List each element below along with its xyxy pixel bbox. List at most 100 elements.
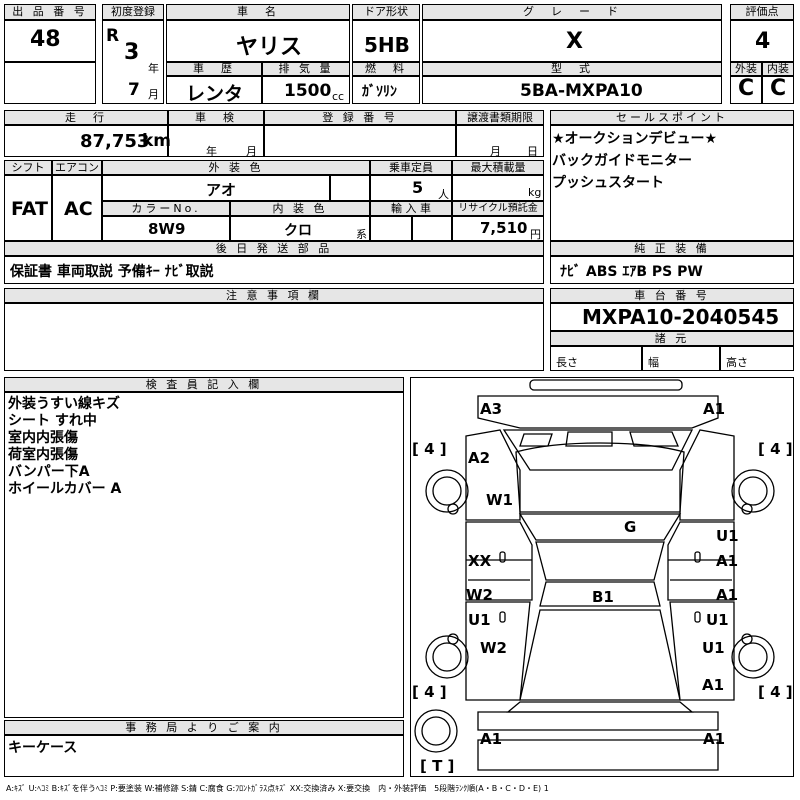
sales-point-3: プッシュスタート: [552, 175, 664, 191]
int-grade-box: [762, 76, 794, 104]
ac-label: エアコン: [52, 160, 102, 175]
int-grade: C: [770, 76, 787, 101]
lot-no: 48: [30, 27, 61, 52]
height-box: [720, 346, 794, 371]
transfer-month-unit: 月: [490, 145, 501, 158]
recycle-box: [452, 216, 544, 241]
ac: AC: [64, 198, 93, 220]
color-no-label: カラーNo.: [102, 201, 230, 216]
damage-label: W2: [466, 586, 493, 604]
office-label: 事 務 局 よ り ご 案 内: [4, 720, 404, 735]
lot-blank-box: [4, 62, 96, 104]
later-parts: 保証書 車両取説 予備ｷｰ ﾅﾋﾞ取説: [10, 264, 214, 280]
damage-label: A1: [702, 676, 725, 694]
reg-month-unit: 月: [148, 88, 159, 101]
dims-label: 諸 元: [550, 331, 794, 346]
mileage: 87,753: [80, 131, 150, 152]
sales-points-box: [550, 125, 794, 241]
inspect-box: [168, 125, 264, 157]
later-parts-box: [4, 256, 544, 284]
damage-label: W1: [486, 491, 513, 509]
damage-label: U1: [468, 611, 491, 629]
caution-box: [4, 303, 544, 371]
recycle-fee: 7,510: [480, 219, 528, 237]
load-label: 最大積載量: [452, 160, 544, 175]
first-reg-label: 初度登録: [102, 4, 164, 20]
history: レンタ: [186, 83, 244, 105]
disp-box: [262, 76, 350, 104]
sales-point-2: バックガイドモニター: [552, 153, 692, 169]
door-box: [352, 20, 420, 62]
recycle-label: リサイクル預託金: [452, 201, 544, 216]
fuel-box: [352, 76, 420, 104]
import-box: [370, 216, 412, 241]
color-box-extra: [330, 175, 370, 201]
inspect-label: 車 検: [168, 110, 264, 125]
int-color: クロ: [284, 223, 312, 239]
type-box: [422, 76, 722, 104]
seats-label: 乗車定員: [370, 160, 452, 175]
height-label: 高さ: [726, 356, 748, 369]
era: R: [106, 26, 120, 46]
load-unit: kg: [528, 186, 542, 199]
disp-unit: cc: [332, 90, 345, 103]
ac-box: [52, 175, 102, 241]
chassis-box: [550, 303, 794, 331]
int-color-box: [230, 216, 370, 241]
shift-label: シフト: [4, 160, 52, 175]
shift: FAT: [11, 198, 48, 220]
door-type: 5HB: [364, 33, 410, 57]
damage-label: XX: [468, 552, 492, 570]
import-box-2: [412, 216, 452, 241]
model-box: [166, 20, 350, 62]
model-label: 車 名: [166, 4, 350, 20]
int-color-label: 内 装 色: [230, 201, 370, 216]
seats: 5: [412, 178, 424, 197]
mileage-box: [4, 125, 168, 157]
lot-no-label: 出 品 番 号: [4, 4, 96, 20]
disp-label: 排 気 量: [262, 62, 350, 76]
tire-tread-front-right: [ 4 ]: [758, 440, 793, 458]
tire-tread-front-left: [ 4 ]: [412, 440, 447, 458]
plate-label: 登 録 番 号: [264, 110, 456, 125]
chassis-label: 車 台 番 号: [550, 288, 794, 303]
length-label: 長さ: [556, 356, 578, 369]
recycle-unit: 円: [530, 228, 541, 241]
seats-box: [370, 175, 452, 201]
legend: A:ｷｽﾞ U:ﾍｺﾐ B:ｷｽﾞを伴うﾍｺﾐ P:要塗装 W:補修跡 S:錆 …: [6, 784, 549, 793]
reg-year-unit: 年: [148, 62, 159, 75]
width-box: [642, 346, 720, 371]
score-label: 評価点: [730, 4, 794, 20]
fuel-label: 燃 料: [352, 62, 420, 76]
damage-label: W2: [480, 639, 507, 657]
displacement: 1500: [284, 81, 332, 101]
transfer-box: [456, 125, 544, 157]
color-box: [102, 175, 330, 201]
int-color-unit: 系: [356, 228, 367, 241]
office-note: キーケース: [8, 740, 78, 756]
exterior-color: アオ: [206, 181, 237, 199]
length-box: [550, 346, 642, 371]
lot-no-box: [4, 20, 96, 62]
equipment-label: 純 正 装 備: [550, 241, 794, 256]
damage-label: A1: [703, 730, 726, 748]
fuel: ｶﾞｿﾘﾝ: [362, 84, 397, 100]
int-grade-label: 内装: [762, 62, 794, 76]
ext-grade-label: 外装: [730, 62, 762, 76]
equipment: ﾅﾋﾞ ABS ｴｱB PS PW: [560, 264, 703, 280]
inspect-year-unit: 年: [206, 145, 217, 158]
seats-unit: 人: [438, 188, 449, 201]
damage-label: G: [624, 518, 637, 536]
inspector-notes: 外装うすい線キズ シート すれ中 室内内張傷 荷室内張傷 バンパー下A ホイール…: [8, 396, 122, 497]
color-no-box: [102, 216, 230, 241]
history-label: 車 歴: [166, 62, 262, 76]
tire-tread-spare: [ T ]: [420, 757, 455, 775]
reg-month: 7: [128, 80, 140, 100]
inspector-label: 検 査 員 記 入 欄: [4, 377, 404, 392]
damage-label: U1: [702, 639, 725, 657]
office-box: [4, 735, 404, 777]
damage-label: A2: [468, 449, 491, 467]
first-reg-box: [102, 20, 164, 104]
ext-grade-box: [730, 76, 762, 104]
